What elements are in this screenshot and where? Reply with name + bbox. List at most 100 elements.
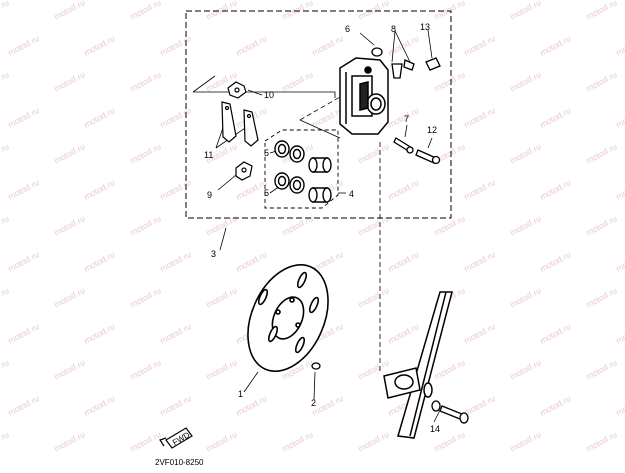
watermark-text: motod.ru [508, 69, 543, 94]
watermark-text: motod.ru [462, 177, 497, 202]
watermark-text: motod.ru [538, 393, 573, 418]
watermark-text: motod.ru [128, 357, 163, 382]
watermark-text: motod.ru [128, 0, 163, 22]
watermark-text: motod.ru [584, 141, 619, 166]
watermark-text: motod.ru [158, 105, 193, 130]
watermark-text: motod.ru [386, 321, 421, 346]
callout-4: 4 [349, 189, 354, 199]
callout-6: 6 [345, 24, 350, 34]
watermark-text: motod.ru [614, 393, 625, 418]
watermark-text: motod.ru [128, 69, 163, 94]
watermark-text: motod.ru [538, 249, 573, 274]
watermark-text: motod.ru [82, 249, 117, 274]
watermark-text: motod.ru [6, 33, 41, 58]
watermark-text: motod.ru [356, 285, 391, 310]
watermark-text: motod.ru [462, 33, 497, 58]
watermark-text: motod.ru [584, 213, 619, 238]
watermark-text: motod.ru [6, 105, 41, 130]
watermark-text: motod.ru [52, 213, 87, 238]
watermark-text: motod.ru [52, 69, 87, 94]
watermark-text: motod.ru [614, 249, 625, 274]
callout-14: 14 [430, 424, 440, 434]
watermark-text: motod.ru [356, 141, 391, 166]
callout-12: 12 [427, 125, 437, 135]
watermark-text: motod.ru [0, 69, 11, 94]
watermark-text: motod.ru [0, 285, 11, 310]
watermark-text: motod.ru [204, 285, 239, 310]
watermark-text: motod.ru [508, 213, 543, 238]
watermark-text: motod.ru [614, 321, 625, 346]
watermark-text: motod.ru [432, 357, 467, 382]
seal-kit-outline [264, 129, 339, 209]
caliper-body [339, 57, 389, 135]
watermark-text: motod.ru [614, 105, 625, 130]
watermark-text: motod.ru [356, 213, 391, 238]
watermark-text: motod.ru [82, 321, 117, 346]
watermark-text: motod.ru [6, 393, 41, 418]
watermark-text: motod.ru [538, 177, 573, 202]
watermark-text: motod.ru [584, 357, 619, 382]
watermark-text: motod.ru [128, 141, 163, 166]
callout-13: 13 [420, 22, 430, 32]
plug-part [425, 57, 441, 71]
catalog-code: 2VF010-8250 [155, 458, 204, 467]
watermark-text: motod.ru [538, 321, 573, 346]
watermark-text: motod.ru [6, 321, 41, 346]
pistons-and-seals [274, 140, 332, 203]
watermark-text: motod.ru [234, 33, 269, 58]
watermark-text: motod.ru [52, 357, 87, 382]
watermark-text: motod.ru [508, 141, 543, 166]
watermark-text: motod.ru [538, 33, 573, 58]
watermark-text: motod.ru [158, 393, 193, 418]
pad-pin-part [393, 137, 414, 154]
watermark-text: motod.ru [614, 177, 625, 202]
callout-8: 8 [391, 24, 396, 34]
watermark-text: motod.ru [386, 249, 421, 274]
watermark-text: motod.ru [52, 429, 87, 454]
watermark-text: motod.ru [0, 213, 11, 238]
watermark-text: motod.ru [508, 429, 543, 454]
watermark-text: motod.ru [158, 177, 193, 202]
watermark-text: motod.ru [52, 285, 87, 310]
watermark-text: motod.ru [280, 69, 315, 94]
callout-numbers: 1 2 3 4 5 5 6 7 8 9 10 11 12 13 14 [204, 22, 440, 434]
caliper-bolt-part [415, 149, 441, 165]
watermark-text: motod.ru [508, 357, 543, 382]
watermark-text: motod.ru [614, 33, 625, 58]
watermark-text: motod.ru [82, 393, 117, 418]
callout-7: 7 [404, 114, 409, 124]
bleed-screw-part [391, 59, 415, 79]
watermark-text: motod.ru [462, 249, 497, 274]
fork-leg [383, 291, 453, 439]
watermark-text: motod.ru [204, 429, 239, 454]
watermark-text: motod.ru [310, 33, 345, 58]
callout-10: 10 [264, 90, 274, 100]
watermark-text: motod.ru [0, 0, 11, 22]
watermark-text: motod.ru [432, 213, 467, 238]
watermark-text: motod.ru [234, 249, 269, 274]
disc-screw-part [311, 362, 321, 370]
watermark-text: motod.ru [204, 213, 239, 238]
watermark-text: motod.ru [6, 249, 41, 274]
watermark-text: motod.ru [158, 33, 193, 58]
watermark-text: motod.ru [6, 177, 41, 202]
watermark-text: motod.ru [356, 429, 391, 454]
watermark-text: motod.ru [128, 429, 163, 454]
watermark-text: motod.ru [280, 213, 315, 238]
callout-5-lower: 5 [264, 188, 269, 198]
watermark-text: motod.ru [128, 285, 163, 310]
callout-11: 11 [204, 150, 213, 160]
callout-9: 9 [207, 190, 212, 200]
watermark-text: motod.ru [158, 321, 193, 346]
watermark-text: motod.ru [508, 285, 543, 310]
callout-2: 2 [311, 398, 316, 408]
watermark-text: motod.ru [82, 177, 117, 202]
watermark-text: motod.ru [462, 393, 497, 418]
watermark-text: motod.ru [386, 33, 421, 58]
watermark-text: motod.ru [386, 177, 421, 202]
watermark-text: motod.ru [280, 429, 315, 454]
watermark-text: motod.ru [0, 141, 11, 166]
front-direction-arrow: FWD [159, 427, 193, 449]
